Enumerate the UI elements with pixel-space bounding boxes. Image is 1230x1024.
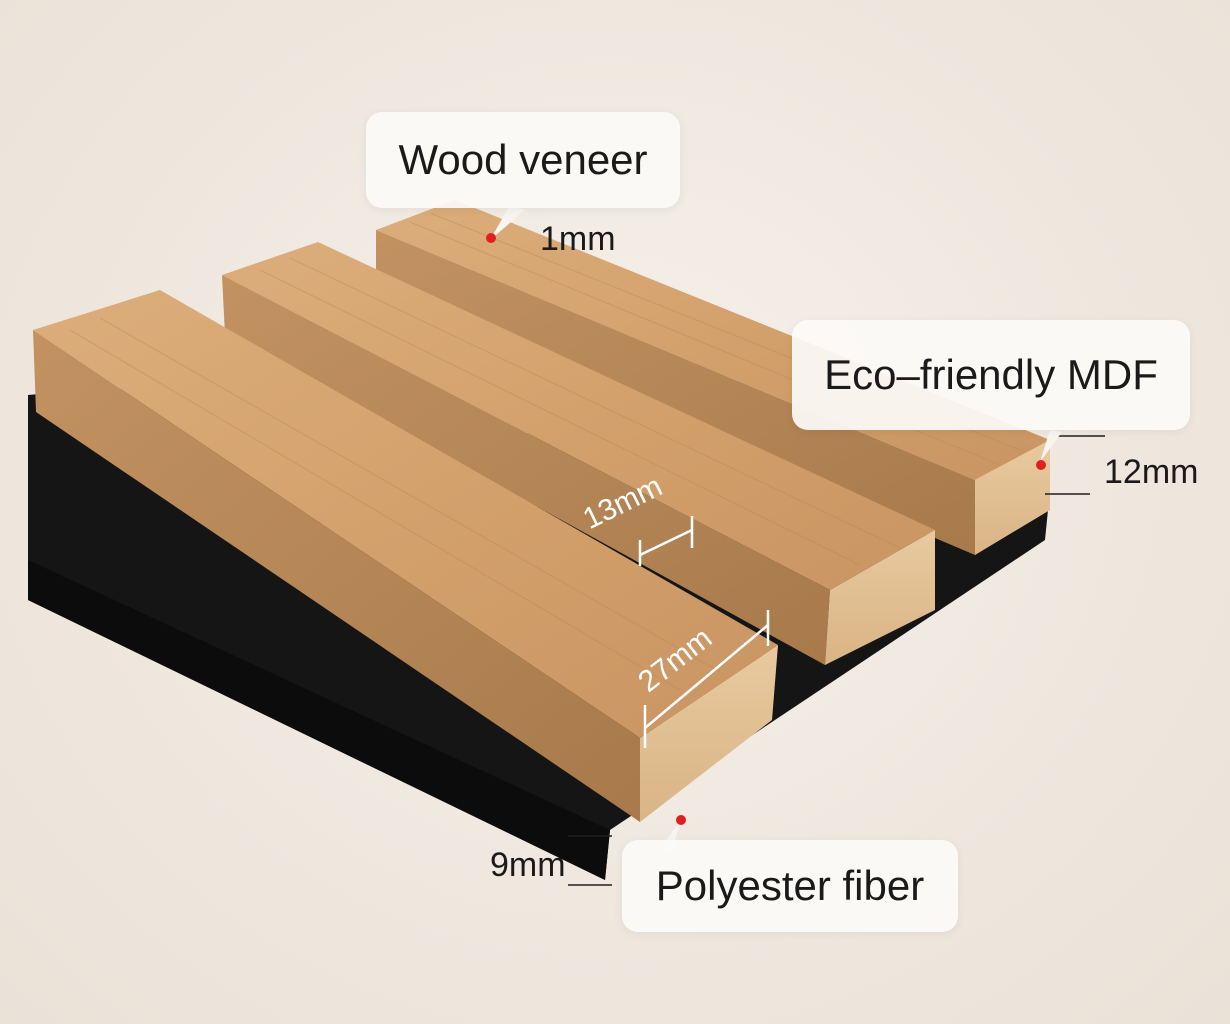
wood-grain [69, 212, 1026, 691]
mdf-marker-dot [1036, 460, 1046, 470]
slat-middle [222, 242, 935, 665]
eco-mdf-label: Eco–friendly MDF [824, 351, 1158, 398]
dimension-marks [638, 516, 770, 748]
felt-thickness: 9mm [490, 846, 566, 884]
polyester-label: Polyester fiber [655, 862, 925, 909]
polyester-callout: Polyester fiber [622, 840, 958, 932]
eco-mdf-callout: Eco–friendly MDF [792, 320, 1190, 430]
felt-backing-edge [28, 560, 610, 880]
mdf-thickness: 12mm [1104, 453, 1199, 491]
veneer-marker-dot [486, 233, 496, 243]
veneer-thickness: 1mm [540, 220, 616, 258]
slat-front [33, 290, 778, 822]
wood-veneer-callout: Wood veneer [366, 112, 680, 208]
leader-lines [568, 435, 1105, 886]
felt-marker-dot [676, 815, 686, 825]
wood-veneer-label: Wood veneer [398, 136, 648, 183]
